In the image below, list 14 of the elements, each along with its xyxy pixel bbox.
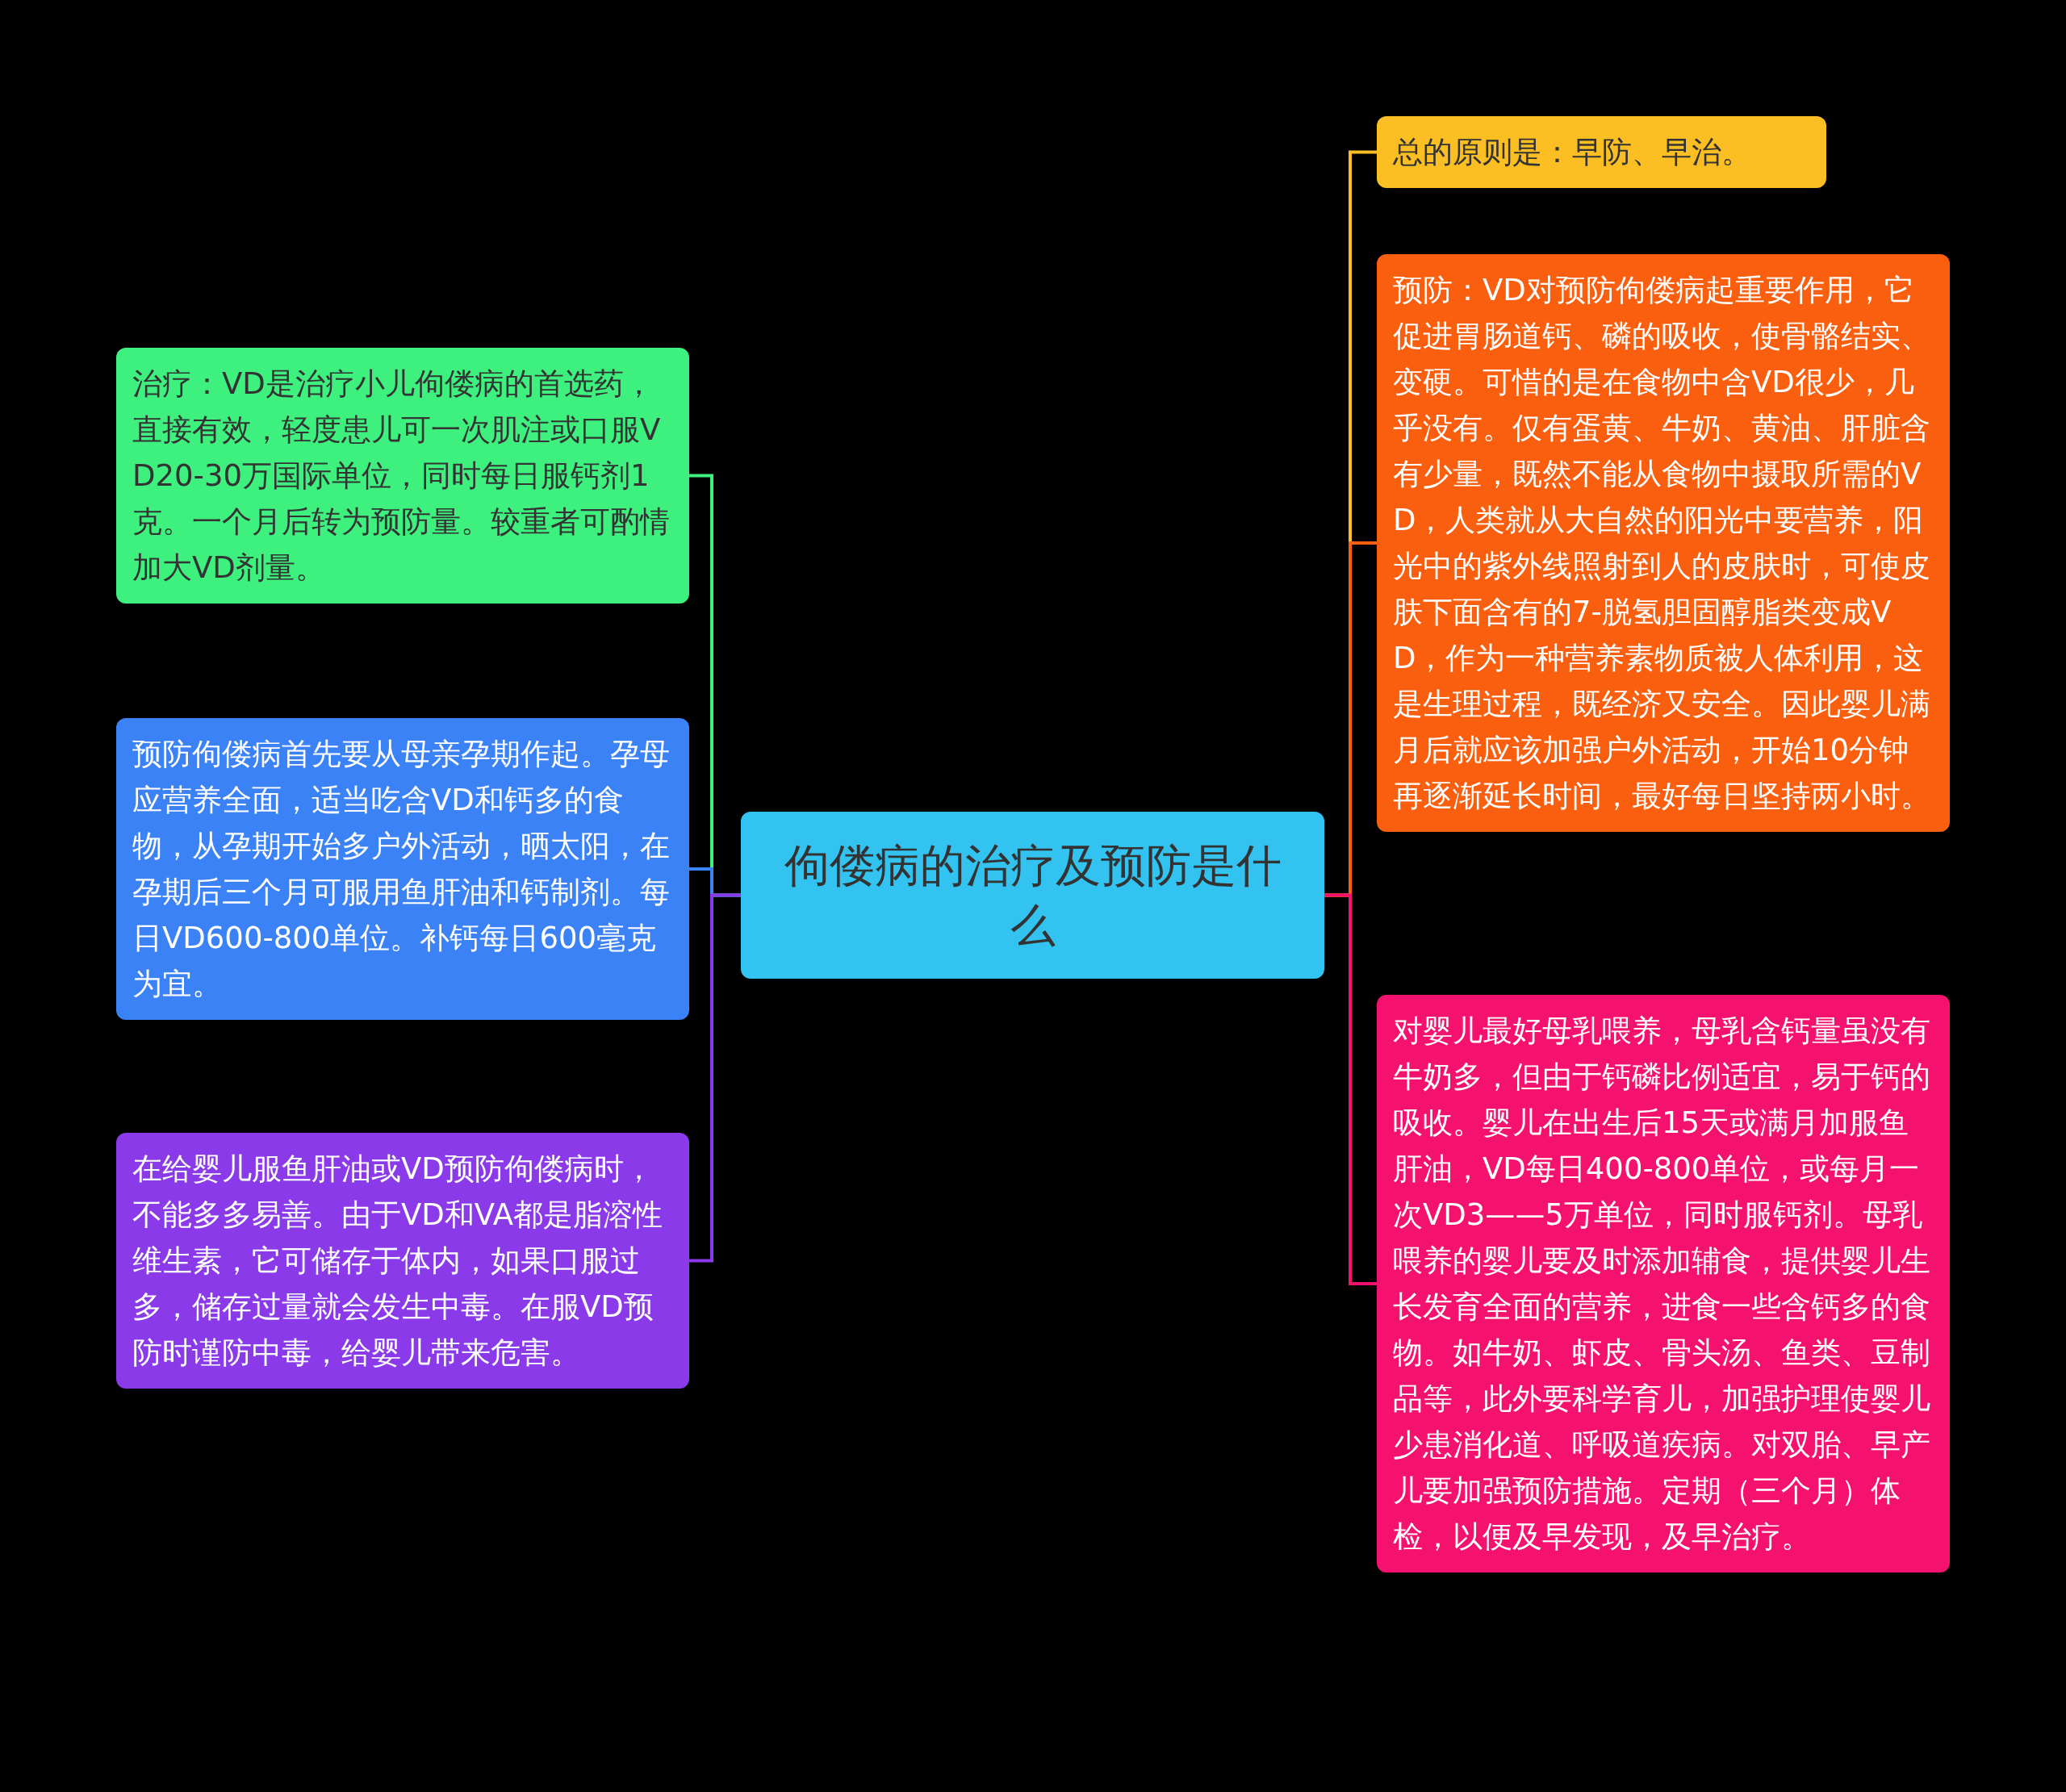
topic-box	[741, 812, 1324, 979]
node-text: 在给婴儿服鱼肝油或VD预防佝偻病时，不能多多易善。由于VD和VA都是脂溶性维生素，它可储存于体内，如果口服过多，储存过量就会发生中毒。在服VD预防时谨防中毒，给婴儿带来危害。	[132, 1151, 664, 1372]
node-text: 治疗：VD是治疗小儿佝偻病的首选药，直接有效，轻度患儿可一次肌注或口服VD20-30万国际单位，同时每日服钙剂1克。一个月后转为预防量。较重者可酌情加大VD剂量。	[132, 366, 671, 587]
note-box	[1377, 116, 1826, 188]
note-box	[116, 718, 689, 1020]
connector-line	[1324, 893, 1377, 1285]
node-text: 预防佝偻病首先要从母亲孕期作起。孕母应营养全面，适当吃含VD和钙多的食物，从孕期开始多户外活动，晒太阳，在孕期后三个月可服用鱼肝油和钙制剂。每日VD600-800单位。补钙每日600毫克为宜。	[132, 736, 671, 1003]
note-box	[116, 1133, 689, 1389]
node-text: 佝偻病的治疗及预防是什么	[783, 838, 1282, 953]
node-text: 预防：VD对预防佝偻病起重要作用，它促进胃肠道钙、磷的吸收，使骨骼结实、变硬。可惜的是在食物中含VD很少，几乎没有。仅有蛋黄、牛奶、黄油、肝脏含有少量，既然不能从食物中摄取所需的VD，人类就从大自然的阳光中要营养，阳光中的紫外线照射到人的皮肤时，可使皮肤下面含有的7-脱氢胆固醇脂类变成VD，作为一种营养素物质被人体利用，这是生理过程，既经济又安全。因此婴儿满月后就应该加强户外活动，开始10分钟再逐渐延长时间，最好每日坚持两小时。	[1393, 272, 1931, 815]
note-box	[116, 348, 689, 604]
node-text: 总的原则是：早防、早治。	[1393, 134, 1752, 171]
connector-line	[689, 893, 741, 1263]
node-text: 对婴儿最好母乳喂养，母乳含钙量虽没有牛奶多，但由于钙磷比例适宜，易于钙的吸收。婴儿在出生后15天或满月加服鱼肝油，VD每日400-800单位，或每月一次VD3——5万单位，同时服钙剂。母乳喂养的婴儿要及时添加辅食，提供婴儿生长发育全面的营养，进食一些含钙多的食物。如牛奶、虾皮、骨头汤、鱼类、豆制品等，此外要科学育儿，加强护理使婴儿少患消化道、呼吸道疾病。对双胎、早产儿要加强预防措施。定期（三个月）体检，以便及早发现，及早治疗。	[1393, 1013, 1931, 1556]
